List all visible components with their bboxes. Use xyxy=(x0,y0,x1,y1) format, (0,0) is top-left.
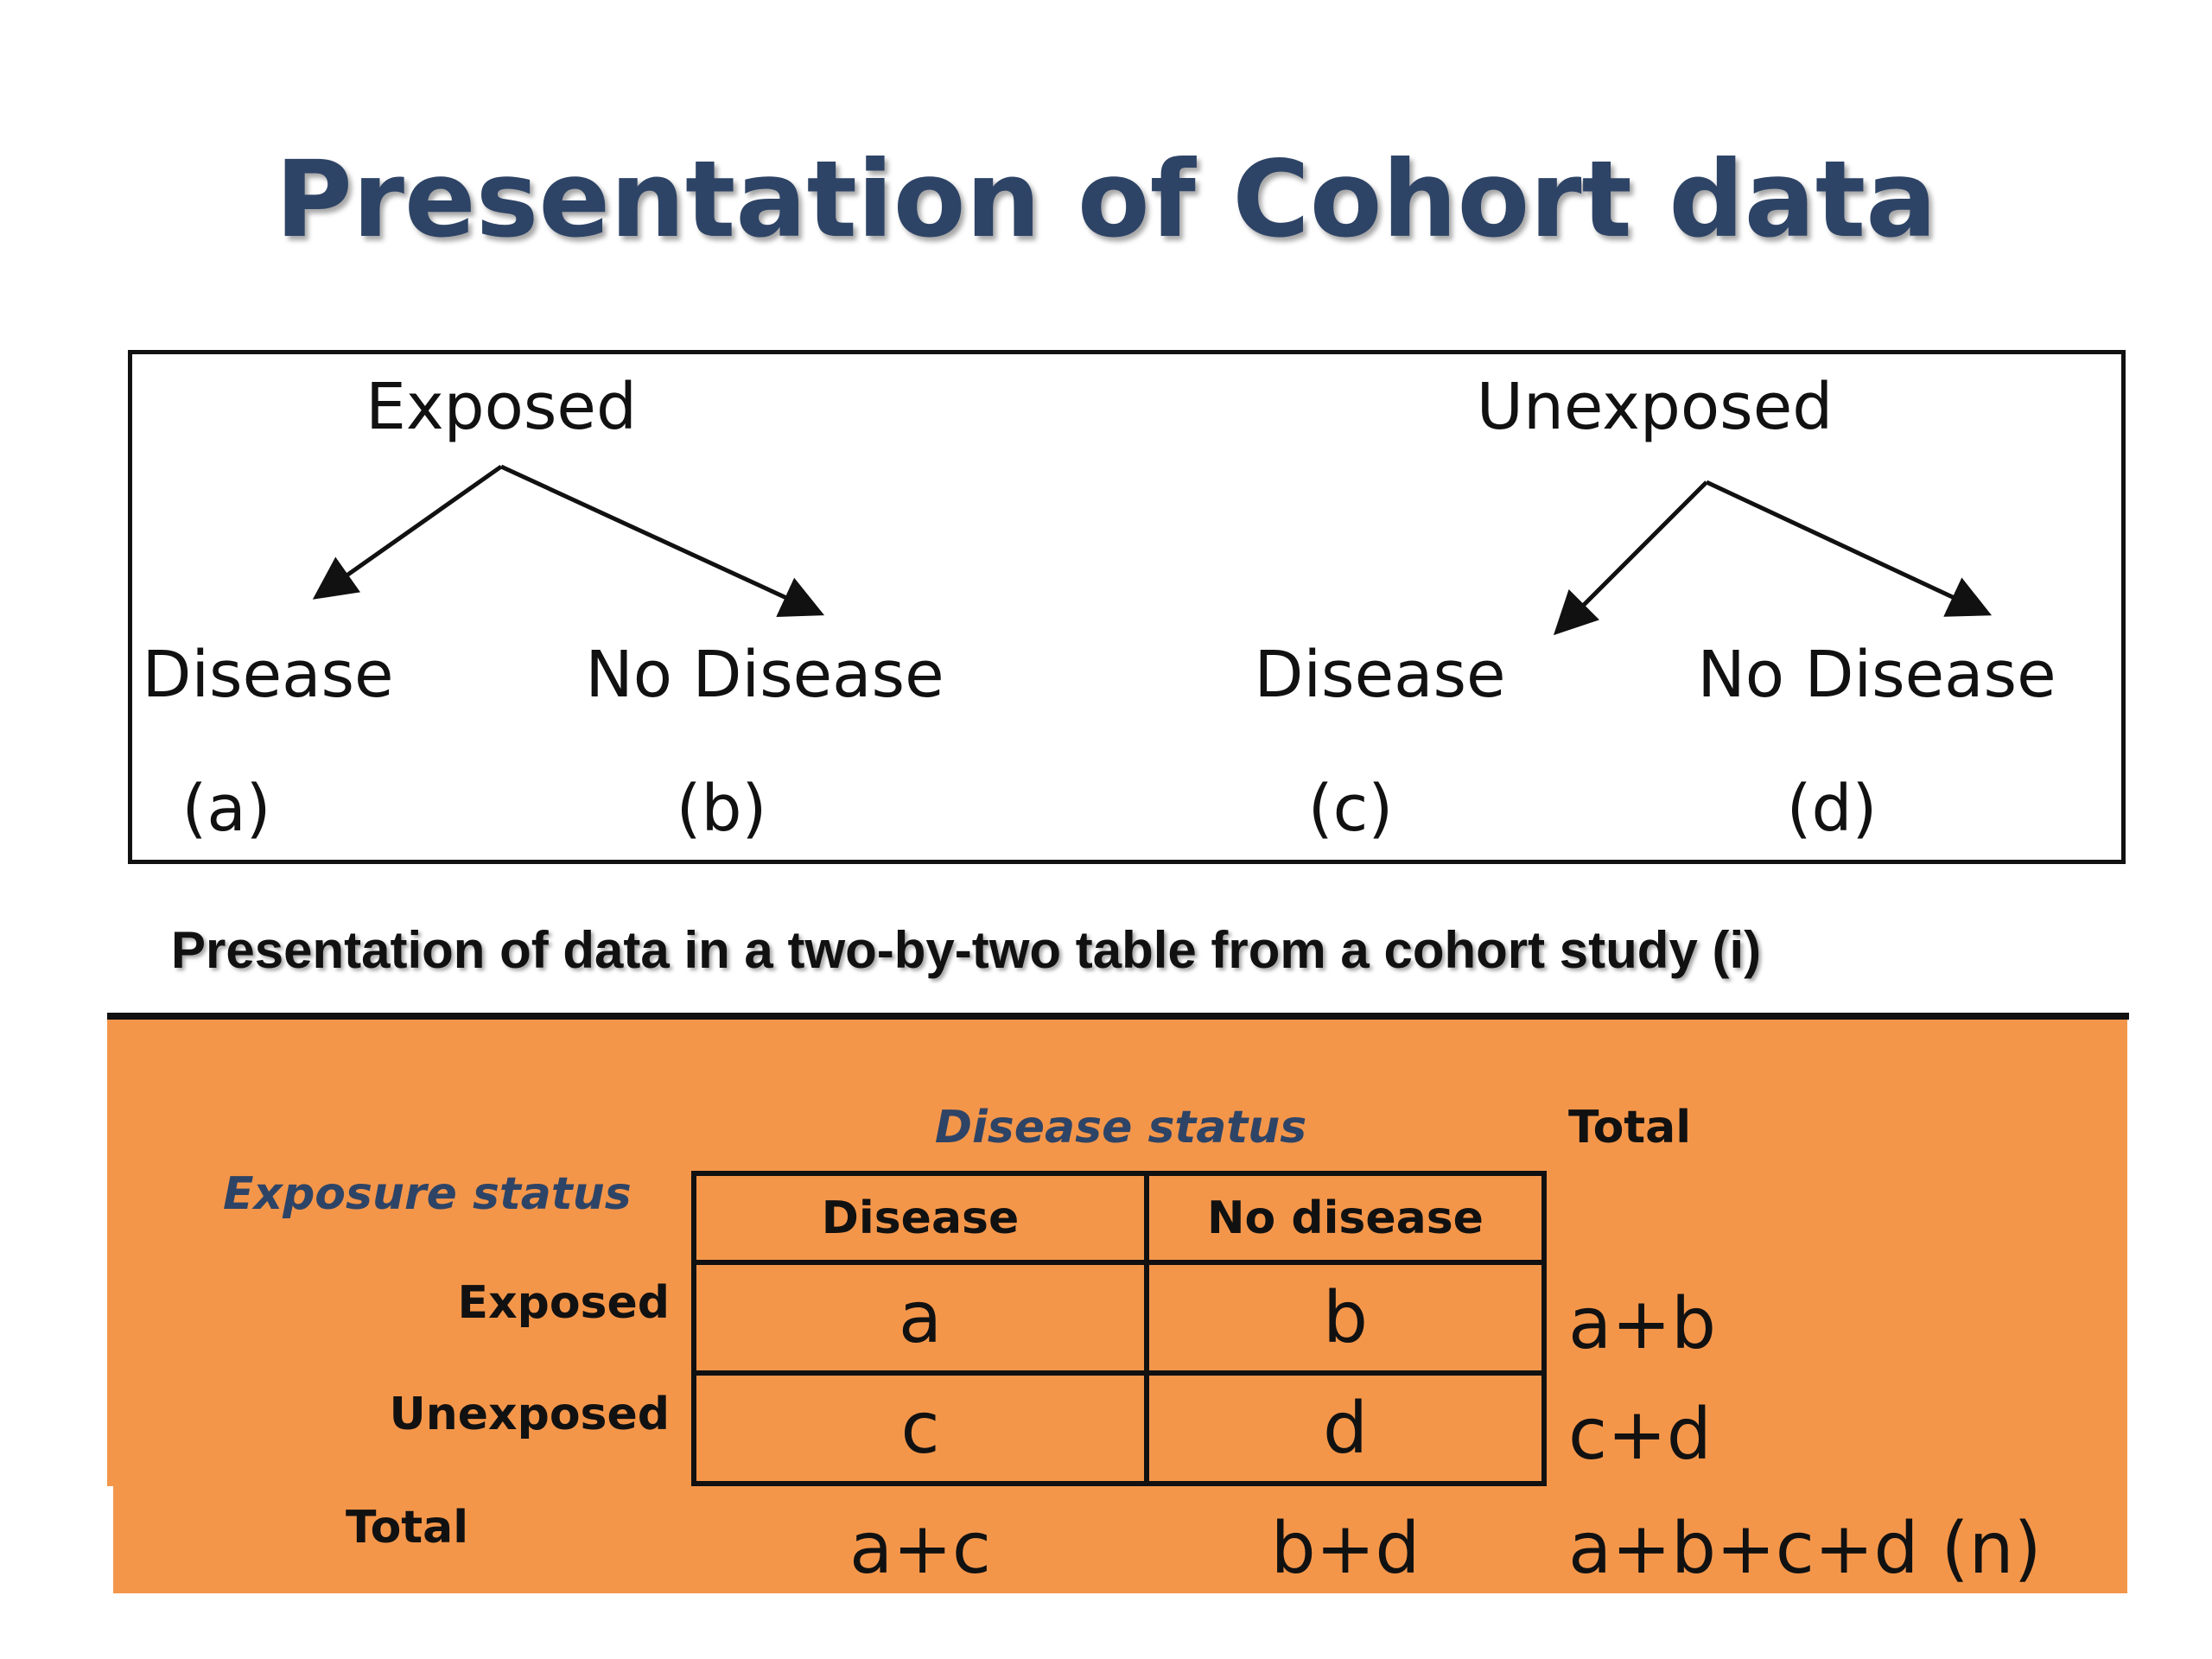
cell-a: a xyxy=(691,1260,1149,1376)
arrow-unexposed-to-disease xyxy=(1553,480,1708,636)
col-header-disease: Disease xyxy=(691,1171,1149,1265)
exposure-status-heading: Exposure status xyxy=(223,1168,632,1220)
total-no-disease: b+d xyxy=(1270,1508,1421,1590)
tree-label-d: (d) xyxy=(1786,772,1878,846)
total-unexposed: c+d xyxy=(1568,1394,1712,1476)
page-title: Presentation of Cohort data xyxy=(275,138,1937,261)
two-by-two-table: Disease No disease a b c d xyxy=(691,1171,1547,1486)
row-label-total: Total xyxy=(346,1502,469,1554)
tree-label-a: (a) xyxy=(181,772,271,846)
arrow-exposed-to-disease xyxy=(312,464,503,600)
table-subtitle: Presentation of data in a two-by-two tab… xyxy=(171,921,1762,979)
cell-b: b xyxy=(1144,1260,1547,1376)
tree-unexposed-disease-label: Disease xyxy=(1254,638,1506,712)
table-background xyxy=(113,1020,2127,1593)
arrow-exposed-to-no-disease xyxy=(499,464,825,617)
tree-exposed-disease-label: Disease xyxy=(142,638,394,712)
total-disease: a+c xyxy=(849,1508,992,1590)
cohort-tree-box xyxy=(128,350,2126,864)
tree-unexposed-no-disease-label: No Disease xyxy=(1697,638,2056,712)
arrow-unexposed-to-no-disease xyxy=(1705,480,1993,617)
tree-label-c: (c) xyxy=(1307,772,1394,846)
row-label-exposed: Exposed xyxy=(457,1277,670,1329)
row-label-unexposed: Unexposed xyxy=(389,1389,670,1440)
tree-unexposed-label: Unexposed xyxy=(1476,370,1834,444)
divider-line xyxy=(107,1013,2129,1020)
tree-exposed-no-disease-label: No Disease xyxy=(585,638,944,712)
grand-total: a+b+c+d (n) xyxy=(1568,1508,2042,1590)
disease-status-heading: Disease status xyxy=(934,1102,1307,1154)
tree-label-b: (b) xyxy=(676,772,767,846)
cell-d: d xyxy=(1144,1370,1547,1486)
tree-exposed-label: Exposed xyxy=(365,370,637,444)
col-header-no-disease: No disease xyxy=(1144,1171,1547,1265)
table-background-edge xyxy=(107,1020,116,1486)
total-column-heading: Total xyxy=(1568,1102,1692,1154)
cell-c: c xyxy=(691,1370,1149,1486)
total-exposed: a+b xyxy=(1568,1283,1717,1365)
